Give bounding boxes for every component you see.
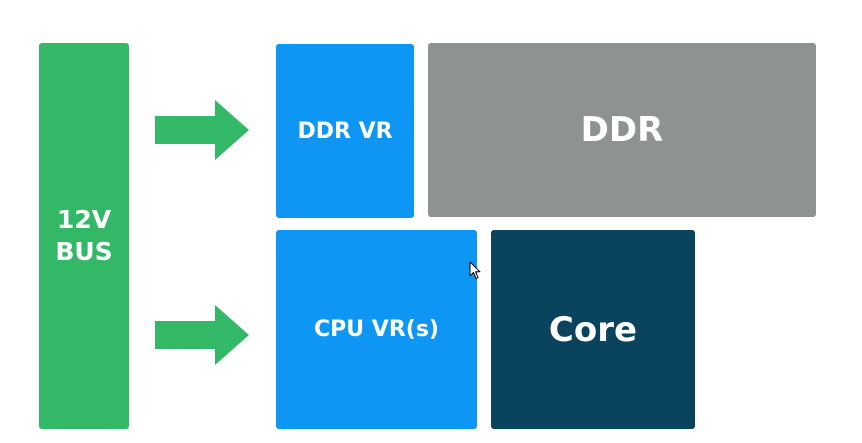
bus-label-line1: 12V — [56, 204, 112, 234]
core-block: Core — [491, 230, 695, 429]
ddr-label: DDR — [580, 110, 664, 150]
arrow-top-shape — [155, 100, 249, 160]
ddr-vr-label: DDR VR — [297, 118, 393, 144]
cpu-vr-label: CPU VR(s) — [314, 317, 439, 342]
mouse-pointer-icon — [469, 261, 481, 279]
right-arrow-icon — [155, 305, 249, 365]
right-arrow-icon — [155, 100, 249, 160]
ddr-block: DDR — [428, 43, 816, 217]
bus-block: 12V BUS — [39, 43, 129, 429]
arrow-bottom-shape — [155, 305, 249, 365]
core-label: Core — [548, 309, 638, 350]
bus-label-line2: BUS — [55, 237, 113, 266]
cpu-vr-block: CPU VR(s) — [276, 230, 477, 429]
ddr-vr-block: DDR VR — [276, 44, 414, 218]
